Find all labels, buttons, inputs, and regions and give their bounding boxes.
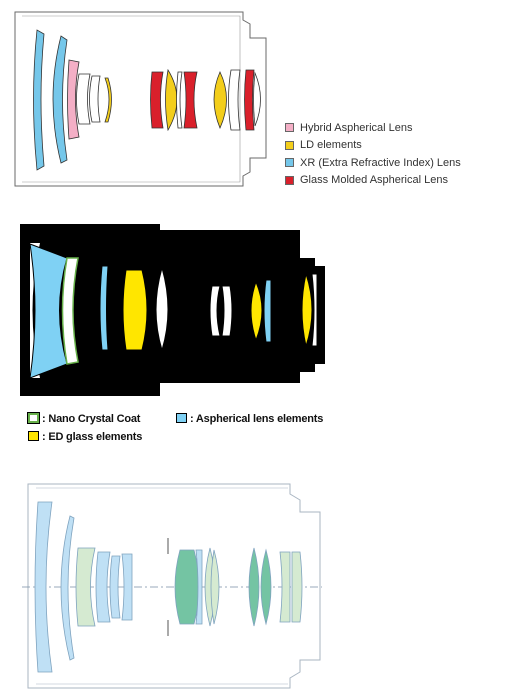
aspherical-swatch [176,413,187,423]
lens-diagram-1: Hybrid Aspherical Lens LD elements XR (E… [0,0,513,200]
legend-label: Hybrid Aspherical Lens [300,121,413,134]
lens-element [279,551,291,623]
lens-element [76,73,91,125]
ed-lens-element [301,272,313,348]
lens-cavity [30,243,40,378]
lens-element [121,553,133,621]
aspherical-lens-element [263,279,272,343]
ld-lens-element [213,71,227,130]
lens-element [260,548,272,626]
ed-glass-swatch [28,431,39,441]
lens-cross-section-1 [14,11,267,187]
lens-element [291,551,303,623]
lens-housing-outline [14,11,267,187]
lens-element [210,549,220,625]
legend-item: Glass Molded Aspherical Lens [285,172,461,190]
lens-element [253,71,261,127]
lens-element [89,75,101,123]
legend-item-nano: : Nano Crystal Coat [27,412,141,425]
hybrid-aspherical-lens-element [67,59,80,140]
glass-molded-aspherical-lens-element [244,69,255,131]
xr-lens-element [52,35,68,164]
lens-element [221,285,233,337]
lens-diagram-3 [0,460,513,700]
legend-item-aspherical: : Aspherical lens elements [176,413,323,425]
aspherical-lens-element [29,243,68,379]
lens-housing-outline [27,483,321,689]
lens-cross-section-3 [22,483,322,689]
lens-element [99,265,109,351]
lens-element [209,285,221,337]
lens-housing-inner-outline [36,487,288,685]
legend-swatch-hybrid [285,123,294,133]
lens-element [248,547,260,627]
legend-label: : ED glass elements [42,431,143,443]
legend-item-ed: : ED glass elements [28,431,142,443]
lens-barrel [20,224,325,396]
ld-lens-element [165,68,178,132]
legend-item: XR (Extra Refractive Index) Lens [285,154,461,172]
lens-cross-section-2 [20,224,325,396]
lens-element [174,549,200,625]
ed-lens-element [250,280,263,342]
legend-item: LD elements [285,137,461,155]
lens-element [75,547,96,627]
ed-lens-element [122,269,148,351]
lens-diagram-2: : Nano Crystal Coat : Aspherical lens el… [0,200,513,460]
legend-label: : Aspherical lens elements [190,413,324,425]
legend-label: : Nano Crystal Coat [42,413,141,425]
legend-1: Hybrid Aspherical Lens LD elements XR (E… [285,119,461,189]
lens-element [176,71,183,129]
legend-label: Glass Molded Aspherical Lens [300,174,448,187]
legend-label: XR (Extra Refractive Index) Lens [300,156,461,169]
legend-item: Hybrid Aspherical Lens [285,119,461,137]
lens-element [228,69,241,131]
lens-element [195,549,203,625]
lens-element [60,515,75,661]
ld-lens-element [104,77,112,123]
glass-molded-aspherical-lens-element [183,71,198,129]
legend-swatch-xr [285,158,294,168]
nano-crystal-coat-element [61,257,79,365]
xr-lens-element [33,29,45,171]
legend-swatch-glass-molded [285,175,294,185]
legend-label: LD elements [300,139,362,152]
lens-element [95,551,111,623]
lens-element [155,266,169,352]
lens-element [311,273,318,347]
lens-element [34,501,53,673]
glass-molded-aspherical-lens-element [150,71,164,129]
nano-crystal-coat-swatch [27,412,40,424]
lens-housing-inner-outline [22,15,241,183]
legend-swatch-ld [285,140,294,150]
lens-element [109,555,121,619]
